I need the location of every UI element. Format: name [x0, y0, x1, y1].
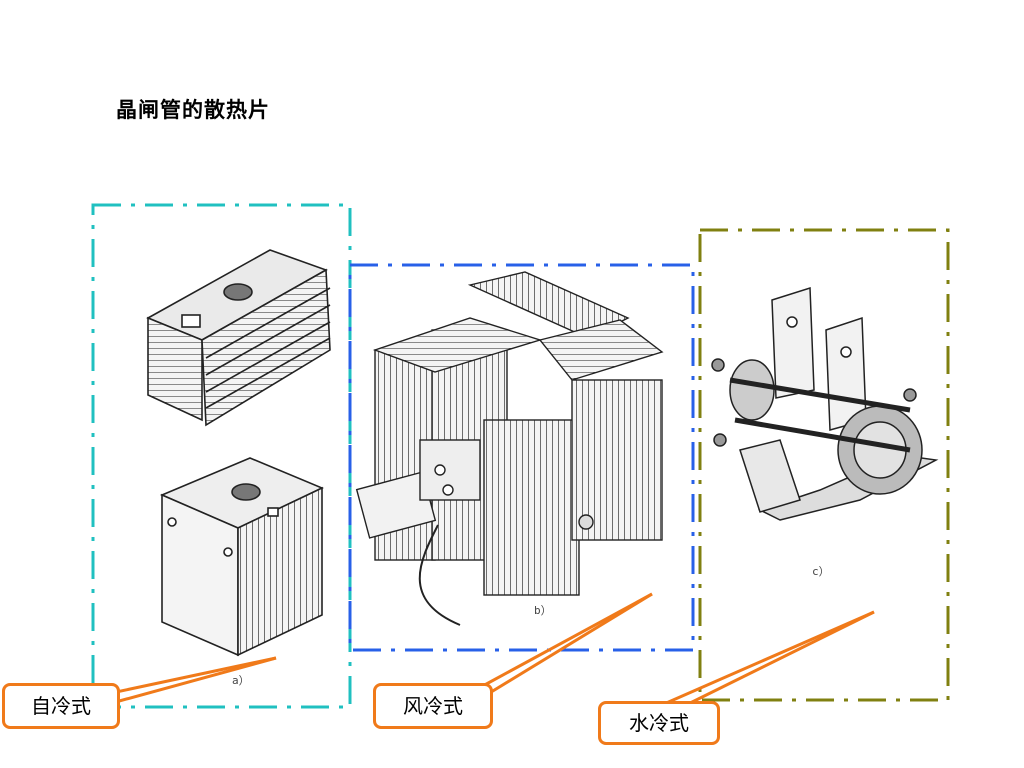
label-water-cooled: 水冷式 — [598, 701, 720, 745]
heatsink-illustration-b — [355, 271, 664, 626]
callout-air-cooled — [467, 592, 653, 702]
sublabel-a: a） — [232, 674, 250, 687]
frame-water-cooled — [698, 228, 950, 702]
heatsink-illustration-a-bottom — [159, 457, 324, 657]
sublabel-b: b） — [534, 604, 552, 617]
callout-water-cooled — [663, 610, 875, 712]
heatsink-illustration-a-top — [146, 249, 331, 427]
label-air-cooled: 风冷式 — [373, 683, 493, 729]
sublabel-c: c） — [812, 565, 830, 578]
label-self-cooled: 自冷式 — [2, 683, 120, 729]
callout-self-cooled — [101, 656, 277, 705]
slide-title: 晶闸管的散热片 — [116, 98, 270, 122]
frame-air-cooled — [348, 263, 695, 652]
heatsink-illustration-c — [711, 286, 939, 521]
